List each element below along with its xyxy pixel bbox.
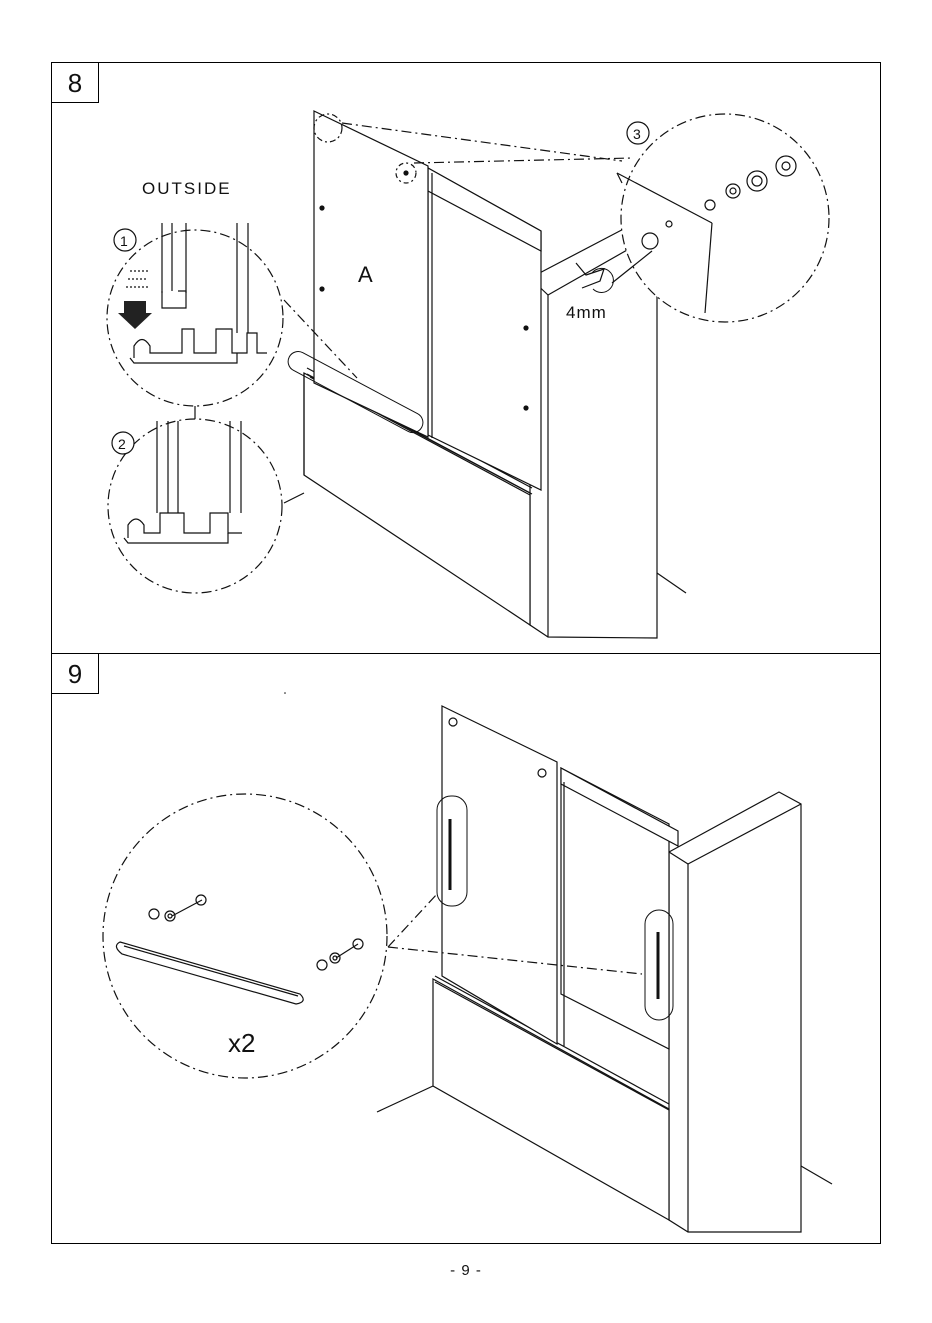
quantity-label: x2 xyxy=(228,1028,255,1058)
outside-label: OUTSIDE xyxy=(142,179,232,198)
step-9-panel: 9 xyxy=(51,653,881,1244)
detail-circle-2 xyxy=(108,419,282,593)
step-9-illustration: x2 xyxy=(52,654,882,1245)
callout-1: 1 xyxy=(120,233,128,249)
step-8-illustration: OUTSIDE A 1 2 3 4mm xyxy=(52,63,882,655)
wall xyxy=(669,792,832,1232)
callout-2: 2 xyxy=(118,436,126,452)
step-8-panel: 8 xyxy=(51,62,881,654)
page-number: - 9 - xyxy=(0,1262,932,1279)
inner-door xyxy=(561,768,678,1049)
callout-3: 3 xyxy=(633,126,641,142)
hex-key-size: 4mm xyxy=(566,303,607,322)
panel-label: A xyxy=(358,262,373,287)
